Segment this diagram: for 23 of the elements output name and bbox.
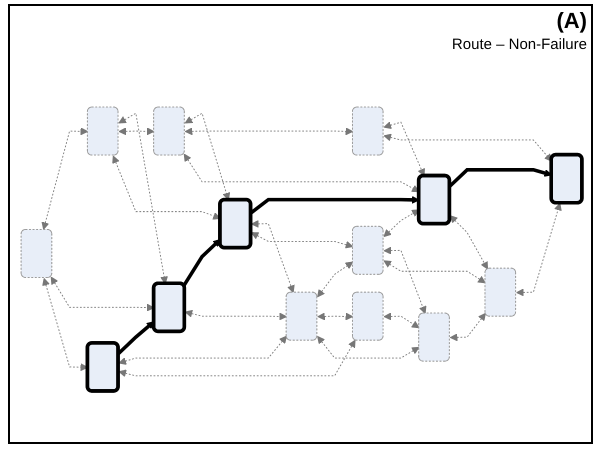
arrow: [384, 121, 425, 176]
arrow: [184, 310, 287, 320]
arrow: [118, 127, 154, 136]
arrow: [118, 340, 356, 378]
arrow: [184, 127, 354, 136]
arrow: [384, 134, 552, 162]
arrow: [317, 336, 420, 358]
route-caption: Route – Non-Failure: [452, 36, 587, 53]
panel-label: (A): [556, 8, 587, 34]
arrow: [516, 202, 562, 296]
arrow: [384, 246, 426, 314]
arrow: [182, 238, 221, 286]
arrow: [450, 215, 488, 270]
arrow: [450, 312, 486, 342]
arrow: [118, 336, 287, 365]
arrow: [384, 312, 420, 328]
arrow: [251, 220, 295, 293]
arrow: [250, 232, 354, 248]
arrow: [317, 312, 354, 320]
arrow: [317, 262, 354, 298]
arrow: [184, 112, 230, 200]
arrow: [383, 260, 486, 284]
arrow: [42, 127, 88, 230]
